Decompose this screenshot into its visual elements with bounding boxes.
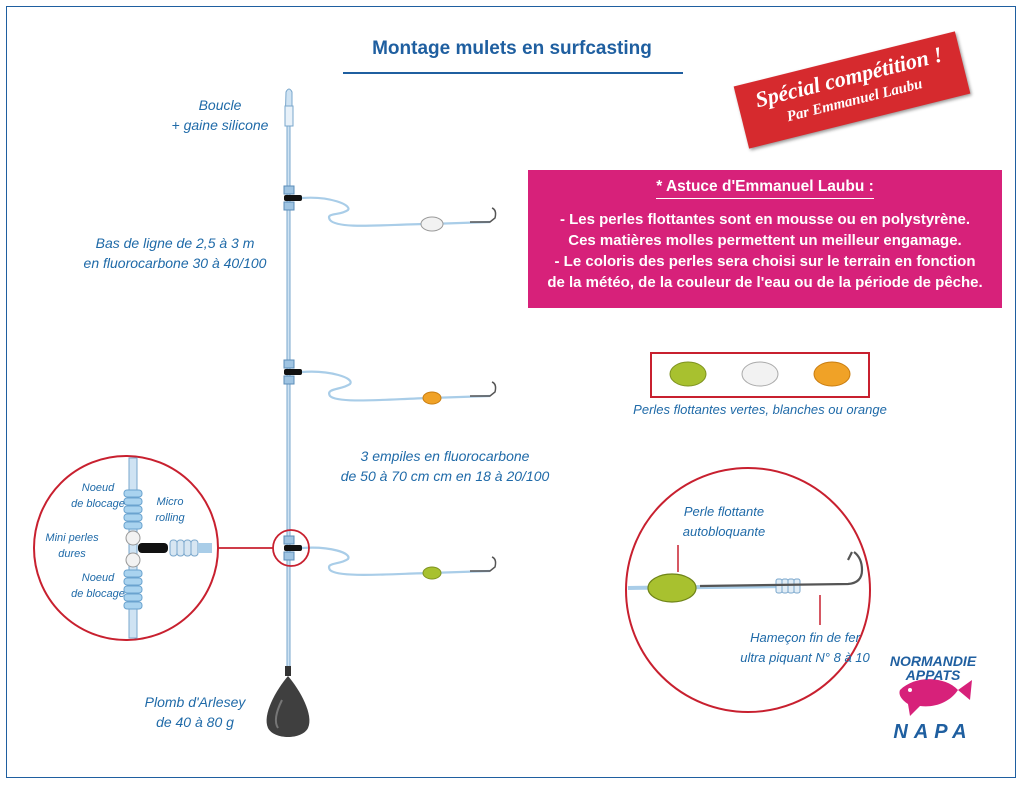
hook-2-icon [470,381,497,397]
tip-line: - Les perles flottantes sont en mousse o… [559,211,971,228]
brand-name-line-1: NORMANDIE [889,653,977,669]
label-boucle: Boucle+ gaine silicone [171,97,269,133]
swivel-3 [283,535,302,561]
mini-bead-top-icon [125,530,141,546]
sample-bead-orange-icon [813,361,851,387]
brand-acronym: NAPA [893,721,973,743]
page-frame [6,6,1016,778]
detail-circle-right [625,467,871,713]
page-title: Montage mulets en surfcasting [372,38,652,59]
tip-box: * Astuce d'Emmanuel Laubu : - Les perles… [528,170,1002,308]
hook-1-icon [470,207,497,223]
sinker-icon [266,666,310,737]
hook-3-icon [470,556,497,572]
brand-name-line-2: APPATS [905,667,961,683]
tip-line: de la météo, de la couleur de l'eau ou d… [547,274,983,291]
micro-rolling-icon [138,543,168,553]
tip-title: * Astuce d'Emmanuel Laubu : [656,178,874,199]
snood-1 [301,196,491,227]
tip-line: - Le coloris des perles sera choisi sur … [554,253,976,270]
hook-detail-icon [699,551,864,588]
bead-white-icon [420,216,444,232]
float-bead-icon [647,573,697,603]
bead-green-icon [422,566,442,580]
snood-2 [301,370,491,402]
detail-circle-left [33,455,219,641]
bead-orange-icon [422,391,442,405]
brand-logo-icon [899,679,972,716]
sample-bead-white-icon [741,361,779,387]
label-perles-caption: Perles flottantes vertes, blanches ou or… [633,402,887,417]
swivel-2 [283,359,302,385]
brand-logo: NORMANDIE APPATS NAPA [885,652,981,748]
tip-line: Ces matières molles permettent un meille… [568,232,962,249]
mini-bead-bottom-icon [125,552,141,568]
sample-bead-green-icon [669,361,707,387]
title-underline [343,72,683,74]
swivel-1 [283,185,302,211]
bead-samples-box [650,352,870,398]
snood-3 [301,546,491,576]
